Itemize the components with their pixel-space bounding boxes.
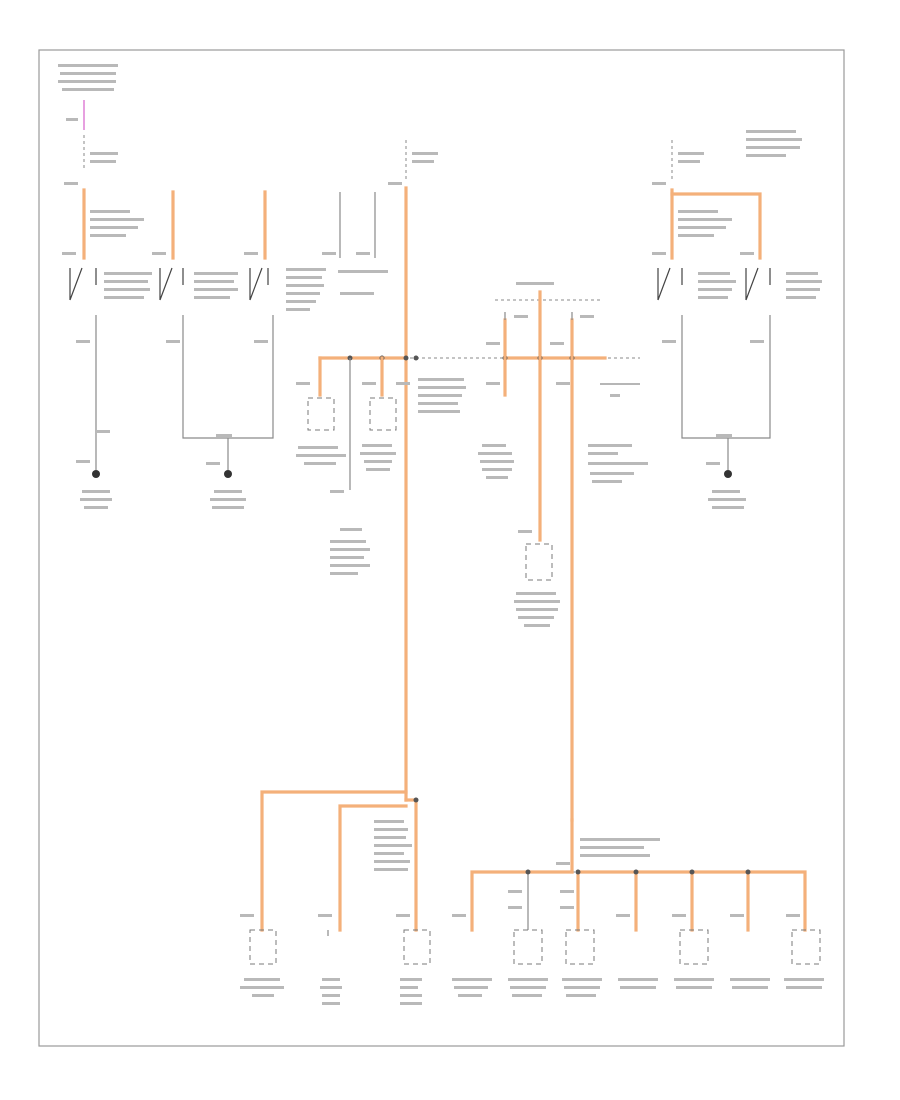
ground-icon	[224, 470, 232, 478]
ground-icon	[92, 470, 100, 478]
courtesy-lamp-icon	[679, 929, 709, 965]
diagram-frame	[38, 49, 845, 1047]
courtesy-lamp-icon	[565, 929, 595, 965]
lower-right-branch	[452, 818, 824, 997]
courtesy-lamp-icon	[791, 929, 821, 965]
courtesy-lamp-icon	[403, 929, 431, 965]
center-feed-group	[286, 140, 640, 802]
right-switch-group	[652, 130, 822, 509]
center-right-group	[478, 282, 648, 822]
ground-icon	[724, 470, 732, 478]
courtesy-lamp-icon	[525, 543, 553, 581]
courtesy-lamp-icon	[513, 929, 543, 965]
left-switch-group	[58, 64, 274, 509]
courtesy-lamp-icon	[249, 929, 277, 965]
dome-lamp-icon	[369, 397, 397, 431]
dome-lamp-icon	[307, 397, 335, 431]
lower-left-branch	[240, 790, 431, 1005]
